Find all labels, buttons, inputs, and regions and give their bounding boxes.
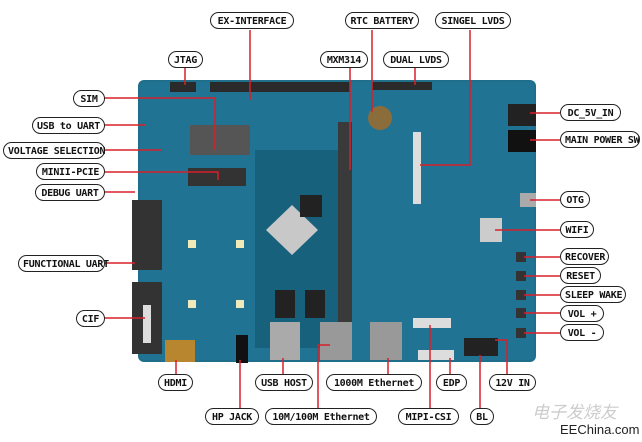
label-hp-jack: HP JACK: [205, 408, 259, 425]
label-dc-5v-in: DC_5V_IN: [560, 104, 621, 121]
hp-jack: [236, 335, 248, 363]
wifi-module: [480, 218, 502, 242]
power-switch: [508, 130, 536, 152]
usb-host-port: [270, 322, 300, 360]
label-edp: EDP: [436, 374, 467, 391]
edp-connector: [418, 350, 454, 360]
label-vol-minus: VOL -: [560, 324, 604, 341]
dc-jack: [508, 104, 536, 126]
label-main-power-sw: MAIN POWER SW: [560, 131, 640, 148]
label-wifi: WIFI: [560, 221, 594, 238]
rtc-battery: [368, 106, 392, 130]
label-voltage-selection: VOLTAGE SELECTION: [3, 142, 106, 159]
cif-connector: [143, 305, 151, 343]
side-buttons: [516, 252, 526, 338]
label-cif: CIF: [76, 310, 105, 327]
label-dual-lvds: DUAL LVDS: [383, 51, 449, 68]
som-module: [255, 150, 347, 348]
bl-header: [464, 338, 498, 356]
label-sim: SIM: [73, 90, 105, 107]
watermark-site: EEChina.com: [560, 422, 640, 437]
label-debug-uart: DEBUG UART: [35, 184, 105, 201]
ethernet-1000-port: [370, 322, 402, 360]
label-hdmi: HDMI: [158, 374, 193, 391]
label-jtag: JTAG: [168, 51, 203, 68]
label-rtc-battery: RTC BATTERY: [345, 12, 419, 29]
label-minii-pcie: MINII-PCIE: [36, 163, 105, 180]
otg-port: [520, 193, 536, 207]
label-usb-to-uart: USB to UART: [32, 117, 105, 134]
label-recover: RECOVER: [560, 248, 609, 265]
sim-slot: [190, 125, 250, 155]
label-reset: RESET: [560, 267, 601, 284]
singel-lvds-connector: [413, 132, 421, 204]
debug-uart-connector: [132, 200, 162, 270]
label-functional-uart: FUNCTIONAL UART: [18, 255, 109, 272]
dual-lvds-connector: [372, 82, 432, 90]
label-1000m-ethernet: 1000M Ethernet: [326, 374, 422, 391]
mxm314-slot: [338, 122, 352, 358]
label-otg: OTG: [560, 191, 590, 208]
cpu-chip: [266, 205, 318, 255]
minipcie-slot: [188, 168, 246, 186]
label-vol-plus: VOL +: [560, 305, 604, 322]
label-singel-lvds: SINGEL LVDS: [435, 12, 511, 29]
mipi-csi-connector: [413, 318, 451, 328]
label-mxm314: MXM314: [320, 51, 368, 68]
label-usb-host: USB HOST: [255, 374, 313, 391]
label-bl: BL: [470, 408, 494, 425]
leader-lines: [104, 30, 560, 408]
hdmi-port: [165, 340, 195, 362]
label-10m-100m-ethernet: 10M/100M Ethernet: [265, 408, 377, 425]
label-mipi-csi: MIPI-CSI: [398, 408, 459, 425]
ethernet-100-port: [320, 322, 352, 360]
watermark-logo: 电子发烧友: [532, 403, 617, 422]
label-sleep-wake: SLEEP WAKE: [560, 286, 626, 303]
jtag-header: [170, 82, 196, 92]
ex-interface-header: [210, 82, 350, 92]
label-12v-in: 12V IN: [489, 374, 536, 391]
label-ex-interface: EX-INTERFACE: [210, 12, 294, 29]
